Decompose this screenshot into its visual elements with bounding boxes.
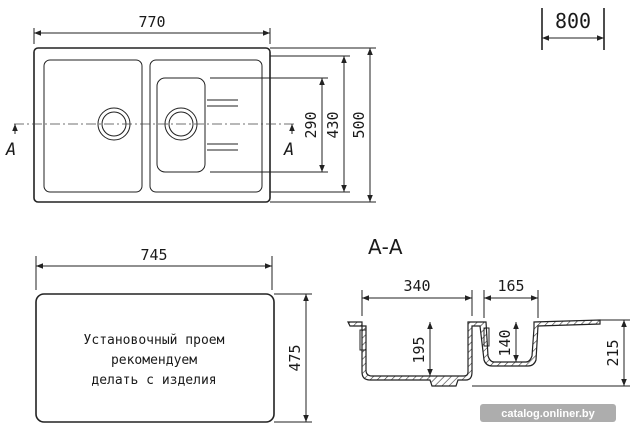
small-drain-inner: [168, 111, 194, 137]
sink-outline: [33, 47, 271, 203]
section-title: А-А: [368, 235, 403, 259]
big-bowl-depth-label: 195: [410, 336, 428, 363]
width-770-label: 770: [138, 13, 165, 31]
cabinet-800-label: 800: [555, 9, 591, 33]
height-500-label: 500: [350, 111, 368, 138]
cutout-outline: [35, 293, 275, 423]
cabinet-size-box: 800: [541, 8, 605, 50]
small-bowl: [156, 77, 206, 173]
cutout-width-label: 745: [140, 246, 167, 264]
top-view: 770 A A 290 430: [5, 13, 376, 203]
section-view: А-А 340 165 195 140 215: [347, 235, 630, 387]
total-depth-label: 215: [604, 339, 622, 366]
section-marker-left: A: [5, 140, 16, 160]
large-bowl: [43, 59, 143, 193]
cutout-height-label: 475: [286, 344, 304, 371]
note-line-3: делать с изделия: [91, 373, 216, 388]
small-bowl-depth-label: 140: [496, 329, 514, 356]
sink-profile: [347, 319, 601, 387]
note-line-1: Установочный проем: [84, 333, 225, 348]
small-bowl-width-label: 165: [497, 277, 524, 295]
height-430-label: 430: [324, 111, 342, 138]
big-bowl-width-label: 340: [403, 277, 430, 295]
cutout-view: 745 Установочный проем рекомендуем делат…: [35, 246, 312, 423]
note-line-2: рекомендуем: [111, 353, 197, 368]
section-marker-right: A: [283, 140, 294, 160]
watermark-text: catalog.onliner.by: [501, 408, 595, 420]
drainer-area: [149, 59, 263, 193]
height-290-label: 290: [302, 111, 320, 138]
watermark: catalog.onliner.by: [480, 404, 616, 422]
